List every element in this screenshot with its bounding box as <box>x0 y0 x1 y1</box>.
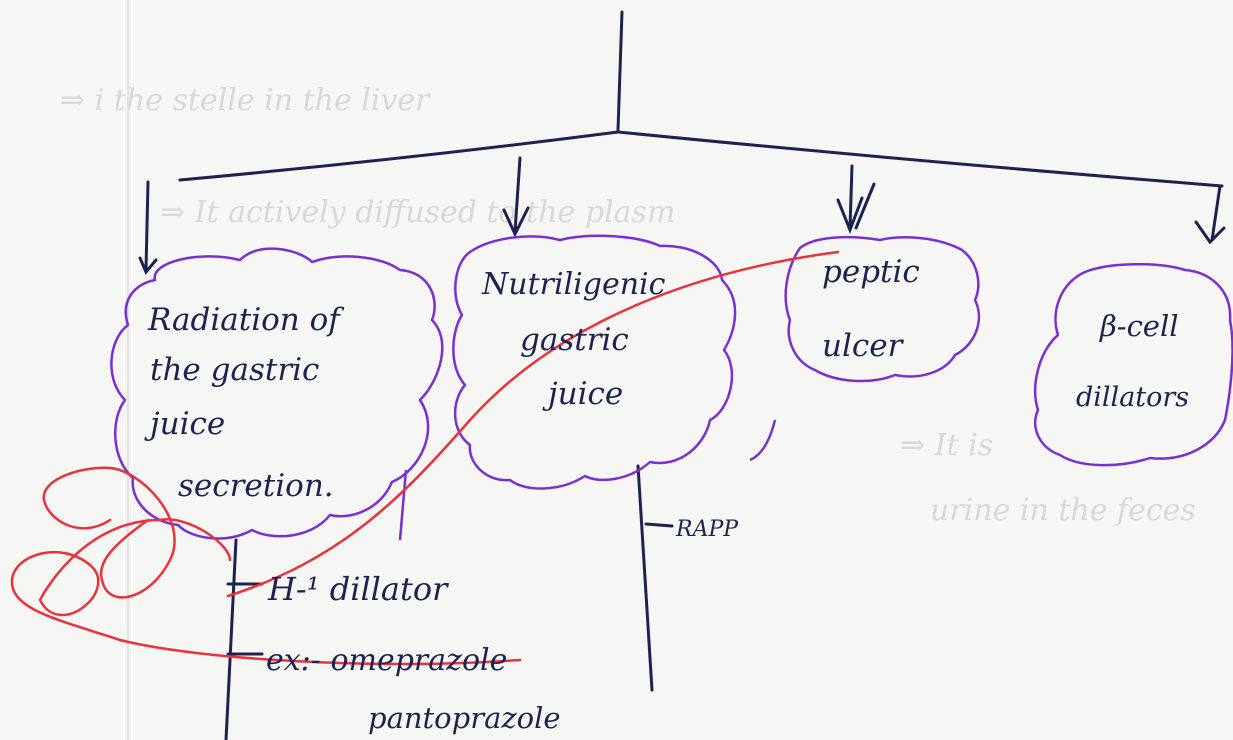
annotation-h1-dillator: H-¹ dillator <box>267 570 449 608</box>
bleed-line-4: urine in the feces <box>930 493 1196 528</box>
stem-nutriligenic <box>636 464 654 692</box>
beta-cell-line-1: β-cell <box>1099 309 1179 343</box>
node-nutriligenic: Nutriligenic gastric juice <box>481 267 666 412</box>
bleed-line-1: ⇒ i the stelle in the liver <box>60 83 431 118</box>
node-radiation: Radiation of the gastric juice secretion… <box>144 302 345 504</box>
nutriligenic-line-3: juice <box>542 376 623 412</box>
arrow-beta-cell <box>1194 220 1226 245</box>
bleed-line-3: ⇒ It is <box>900 428 993 463</box>
radiation-line-4: secretion. <box>178 468 334 504</box>
stem-radiation <box>224 538 238 740</box>
peptic-line-2: ulcer <box>822 328 905 364</box>
drop-beta-cell <box>1210 184 1222 242</box>
nutriligenic-line-2: gastric <box>520 322 629 358</box>
annotation-pantoprazole: pantoprazole <box>368 701 561 735</box>
radiation-line-1: Radiation of <box>147 302 345 338</box>
drop-radiation <box>144 180 150 272</box>
cloud-peptic <box>784 235 981 383</box>
annotations: H-¹ dillator ex:- omeprazole pantoprazol… <box>266 517 739 735</box>
beta-cell-line-2: dillators <box>1076 382 1189 413</box>
annotation-rapp: RAPP <box>675 517 739 542</box>
radiation-line-2: the gastric <box>150 352 319 388</box>
red-curve-main <box>226 250 840 598</box>
radiation-line-3: juice <box>144 406 225 442</box>
cloud-radiation <box>110 247 444 540</box>
arrow-peptic <box>836 196 864 235</box>
tick-rapp <box>644 522 674 528</box>
cloud-nutriligenic <box>452 234 737 490</box>
arrow-peptic-extra <box>854 182 876 230</box>
trunk-line <box>616 10 624 132</box>
background-bleed-text: ⇒ i the stelle in the liver ⇒ It activel… <box>60 0 1196 740</box>
annotation-omeprazole: ex:- omeprazole <box>266 643 507 678</box>
node-peptic: peptic ulcer <box>822 254 920 364</box>
node-beta-cell: β-cell dillators <box>1076 309 1189 413</box>
arrow-radiation <box>138 256 158 275</box>
tree-connectors <box>138 10 1226 740</box>
cloud-radiation-tail <box>398 469 408 541</box>
cloud-beta-cell <box>1034 262 1233 467</box>
drop-peptic <box>848 164 854 230</box>
red-connectors <box>10 250 840 666</box>
branch-right <box>616 130 1224 188</box>
drop-nutriligenic <box>513 156 522 234</box>
red-swirl <box>42 466 176 599</box>
branch-left <box>178 130 620 182</box>
node-outlines <box>110 234 1233 541</box>
arrow-nutriligenic <box>502 206 530 238</box>
cloud-peptic-tail <box>749 419 777 462</box>
nutriligenic-line-1: Nutriligenic <box>481 267 666 302</box>
peptic-line-1: peptic <box>822 254 920 290</box>
bleed-line-2: ⇒ It actively diffused to the plasm <box>160 195 675 230</box>
red-loop <box>10 518 522 666</box>
